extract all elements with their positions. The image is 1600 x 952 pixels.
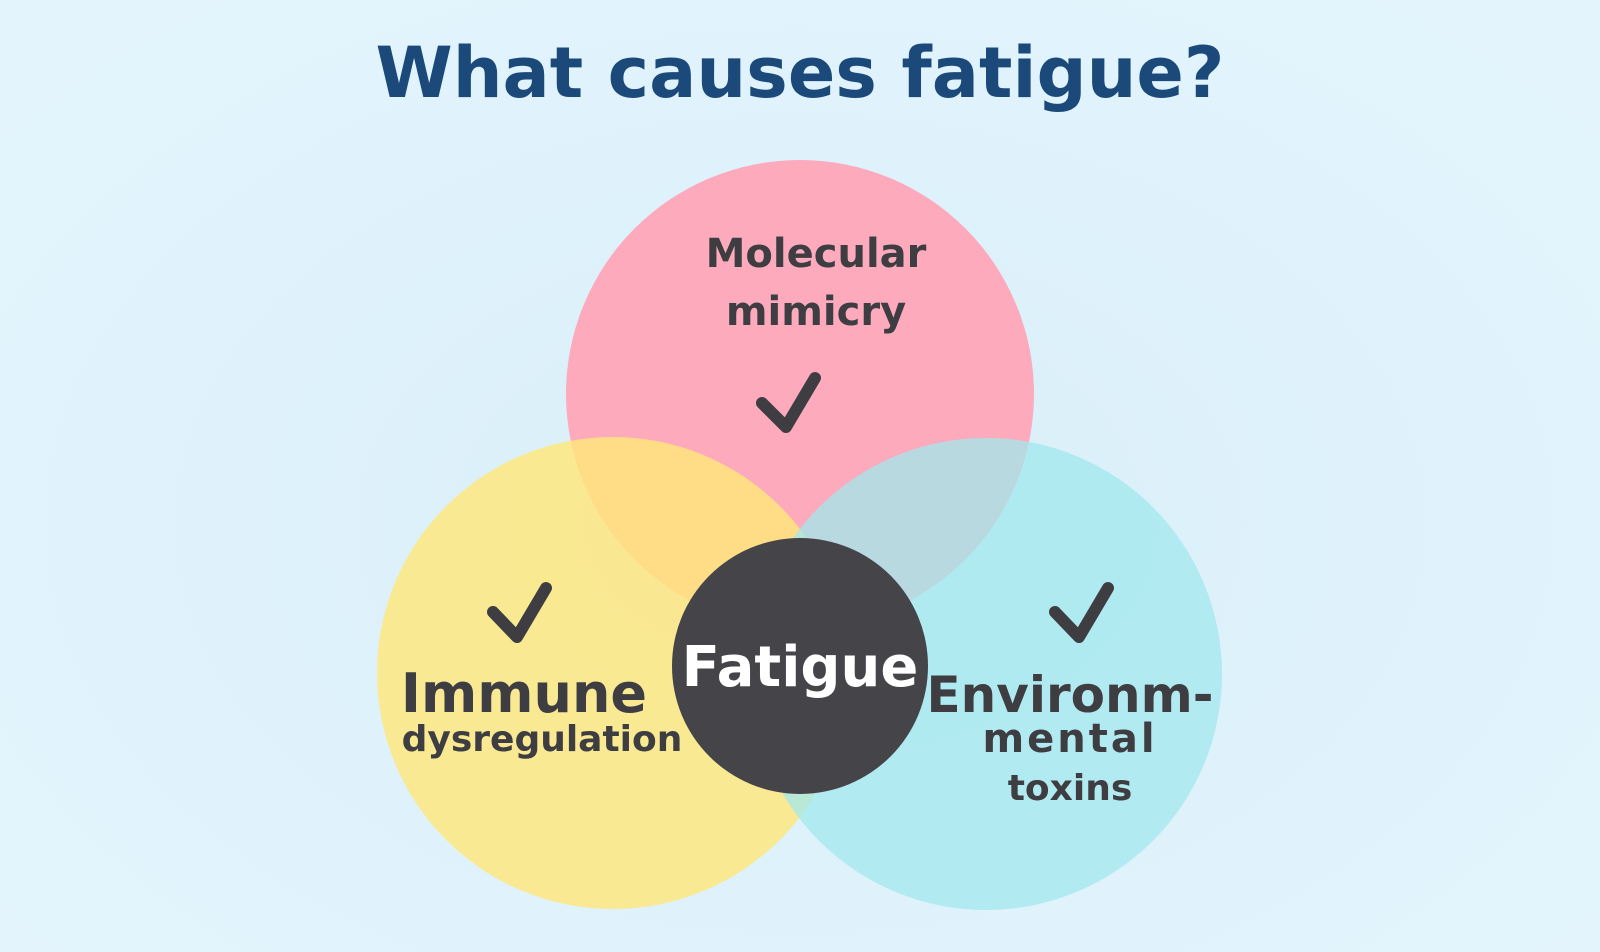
- check-icon: [487, 582, 552, 643]
- environmental-label-line1: Environm-: [927, 666, 1214, 724]
- environmental-label-line3: toxins: [1008, 768, 1133, 809]
- circle-environmental-toxins: [750, 438, 1222, 910]
- molecular-label-line1: Molecular: [706, 231, 927, 277]
- center-label: Fatigue: [682, 635, 919, 700]
- immune-label-line2: dysregulation: [402, 719, 683, 760]
- center-circle: [672, 538, 928, 794]
- page-title: What causes fatigue?: [375, 32, 1224, 114]
- environmental-label-line2: mental: [982, 716, 1157, 762]
- check-icon: [756, 372, 821, 433]
- immune-label-line1: Immune: [401, 662, 647, 725]
- circle-immune-dysregulation: [377, 437, 849, 909]
- molecular-label-line2: mimicry: [726, 289, 906, 335]
- check-icon: [1049, 582, 1114, 643]
